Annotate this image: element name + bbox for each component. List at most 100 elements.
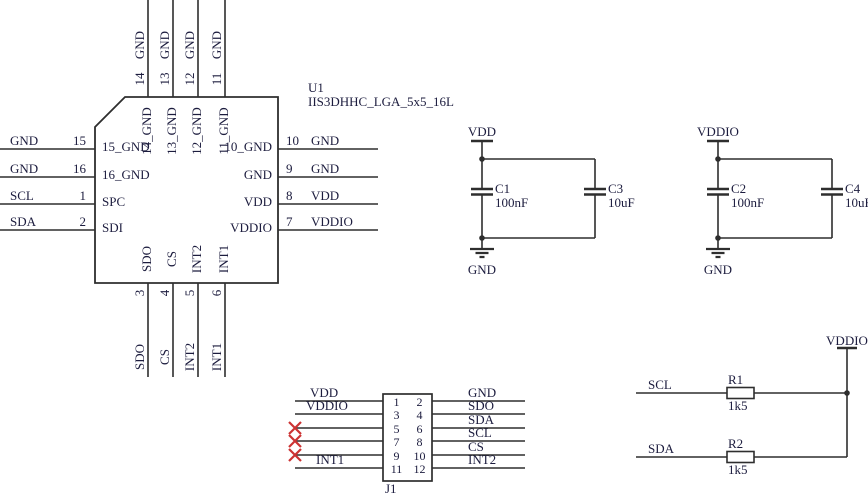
ground-label: GND <box>703 262 733 277</box>
net-label: VDD <box>310 385 339 400</box>
pin-number: 16 <box>73 161 86 176</box>
pin-number: 9 <box>286 161 293 176</box>
component-ref: R2 <box>728 436 744 451</box>
connector-designator: J1 <box>385 481 397 495</box>
net-label: GND <box>311 133 340 148</box>
component-value: 10uF <box>845 195 868 210</box>
component-ref: C2 <box>731 181 747 196</box>
net-label: CS <box>468 439 484 454</box>
net-label: SCL <box>10 188 34 203</box>
junction-dot <box>715 235 721 241</box>
capacitor-c2-symbol[interactable] <box>707 187 729 196</box>
no-connect-x-icon <box>288 434 302 448</box>
gnd-symbol <box>706 247 730 259</box>
net-label: INT1 <box>316 452 345 467</box>
pin-number: 1 <box>79 188 87 203</box>
capacitor-c3-symbol[interactable] <box>584 187 606 196</box>
no-connect-x-icon <box>288 421 302 435</box>
ic-pin-wires <box>0 0 378 377</box>
net-label: CS <box>157 349 172 365</box>
ground-label: GND <box>467 262 497 277</box>
capacitor-c1-symbol[interactable] <box>471 187 493 196</box>
component-value: 10uF <box>608 195 635 210</box>
pin-name: GND <box>243 167 272 182</box>
resistor-r2-symbol[interactable] <box>726 450 755 464</box>
junction-dot <box>479 156 485 162</box>
decoupling-2-wires <box>717 141 833 249</box>
net-label: SDO <box>468 398 495 413</box>
net-label: SDA <box>10 214 37 229</box>
power-rail-label: VDDIO <box>697 124 739 139</box>
connector-wires <box>295 400 525 469</box>
pin-name: 12_GND <box>189 107 204 155</box>
net-label: INT2 <box>468 452 497 467</box>
pin-name: SPC <box>102 194 126 209</box>
pin-number: 10 <box>286 133 299 148</box>
pin-name: 15_GND <box>102 139 150 154</box>
pin-number: 2 <box>79 214 87 229</box>
pin-name: 10_GND <box>224 139 272 154</box>
ic-designator: U1 <box>308 80 324 95</box>
junction-dot <box>715 156 721 162</box>
junction-dot <box>479 235 485 241</box>
gnd-symbol <box>470 247 494 259</box>
pin-number: 7 <box>393 435 400 449</box>
net-label: VDDIO <box>311 214 353 229</box>
net-label: GND <box>311 161 340 176</box>
pin-name: VDD <box>243 194 272 209</box>
pin-name: INT2 <box>189 244 204 274</box>
power-rail-label: VDDIO <box>826 333 868 348</box>
pin-number: 8 <box>416 435 423 449</box>
component-value: 1k5 <box>728 398 748 413</box>
net-label: GND <box>10 133 39 148</box>
pin-number: 9 <box>393 449 400 463</box>
component-ref: C1 <box>495 181 511 196</box>
net-label: SDA <box>468 412 495 427</box>
pin-name: 16_GND <box>102 167 150 182</box>
component-value: 1k5 <box>728 462 748 477</box>
junction-dot <box>844 390 850 396</box>
net-label: SDA <box>648 441 675 456</box>
pin-number: 11 <box>390 462 403 476</box>
net-label: SCL <box>648 377 672 392</box>
pin-number: 12 <box>413 462 426 476</box>
pin-name: VDDIO <box>230 220 272 235</box>
component-ref: C3 <box>608 181 624 196</box>
pin-number: 15 <box>73 133 86 148</box>
pin-number: 8 <box>286 188 293 203</box>
resistor-r1-symbol[interactable] <box>726 386 755 400</box>
ic-part-number: IIS3DHHC_LGA_5x5_16L <box>308 94 454 109</box>
pin-number: 2 <box>416 395 423 409</box>
pin-name: INT1 <box>216 244 231 274</box>
pin-name: SDI <box>102 220 123 235</box>
net-label: VDDIO <box>306 398 348 413</box>
net-label: SCL <box>468 425 492 440</box>
component-value: 100nF <box>495 195 529 210</box>
pin-number: 3 <box>393 408 400 422</box>
net-label: SDO <box>132 344 147 371</box>
component-value: 100nF <box>731 195 765 210</box>
net-label: INT1 <box>209 342 224 372</box>
pin-name: SDO <box>139 246 154 273</box>
decoupling-1-wires <box>481 141 596 249</box>
component-ref: R1 <box>728 372 744 387</box>
power-rail-label: VDD <box>467 124 497 139</box>
pin-name: 14_GND <box>139 107 154 155</box>
net-label: GND <box>10 161 39 176</box>
pin-number: 1 <box>393 395 400 409</box>
pin-number: 5 <box>393 422 400 436</box>
net-label: VDD <box>311 188 340 203</box>
connector-box[interactable] <box>382 393 433 482</box>
ic-body[interactable] <box>94 96 279 284</box>
capacitor-c4-symbol[interactable] <box>821 187 843 196</box>
net-label: GND <box>468 385 497 400</box>
pin-name: 11_GND <box>216 107 231 155</box>
pullup-wires <box>636 348 848 458</box>
no-connect-x-icon <box>288 448 302 462</box>
pin-number: 7 <box>286 214 293 229</box>
component-ref: C4 <box>845 181 861 196</box>
pin-number: 4 <box>416 408 423 422</box>
pin-name: CS <box>164 251 179 267</box>
